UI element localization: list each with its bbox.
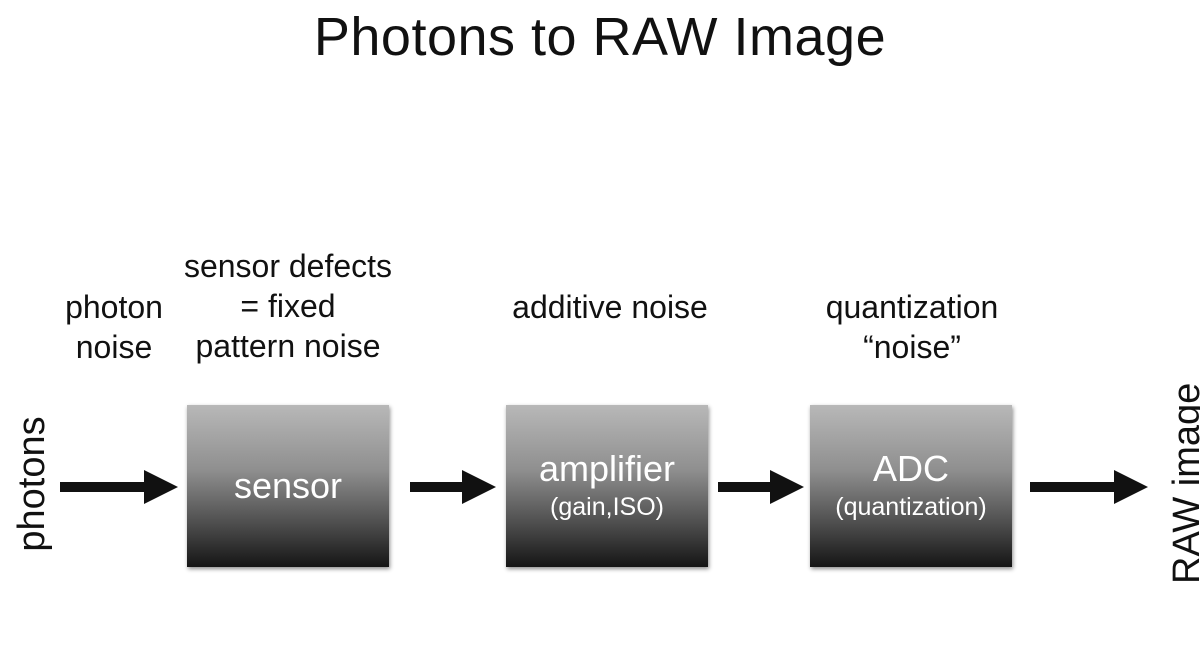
- sensor-block: sensor: [187, 405, 389, 567]
- amplifier-block-sublabel: (gain,ISO): [550, 493, 664, 521]
- quantization-noise-line-1: quantization: [825, 289, 999, 325]
- quantization-noise-line-2: “noise”: [863, 329, 961, 365]
- sensor-defects-note: sensor defects = fixed pattern noise: [168, 246, 408, 366]
- raw-image-output-label: RAW image: [1166, 382, 1200, 584]
- sensor-defects-line-1: sensor defects: [183, 248, 393, 284]
- arrow-icon: [60, 470, 178, 504]
- additive-noise-line-1: additive noise: [512, 289, 708, 325]
- arrow-icon: [718, 470, 804, 504]
- adc-block: ADC (quantization): [810, 405, 1012, 567]
- adc-block-sublabel: (quantization): [835, 493, 987, 521]
- sensor-defects-line-3: pattern noise: [195, 328, 381, 364]
- adc-block-label: ADC: [872, 448, 949, 489]
- arrow-icon: [410, 470, 496, 504]
- photon-noise-line-2: noise: [75, 329, 153, 365]
- sensor-defects-line-2: = fixed: [240, 288, 336, 324]
- photon-noise-line-1: photon: [65, 289, 163, 325]
- amplifier-block-label: amplifier: [538, 448, 676, 489]
- photons-input-label: photons: [11, 416, 53, 552]
- arrow-icon: [1030, 470, 1148, 504]
- amplifier-block: amplifier (gain,ISO): [506, 405, 708, 567]
- additive-noise-note: additive noise: [490, 287, 730, 327]
- photon-noise-note: photon noise: [52, 287, 176, 367]
- diagram-title: Photons to RAW Image: [313, 7, 887, 67]
- quantization-noise-note: quantization “noise”: [802, 287, 1022, 367]
- sensor-block-label: sensor: [233, 465, 343, 506]
